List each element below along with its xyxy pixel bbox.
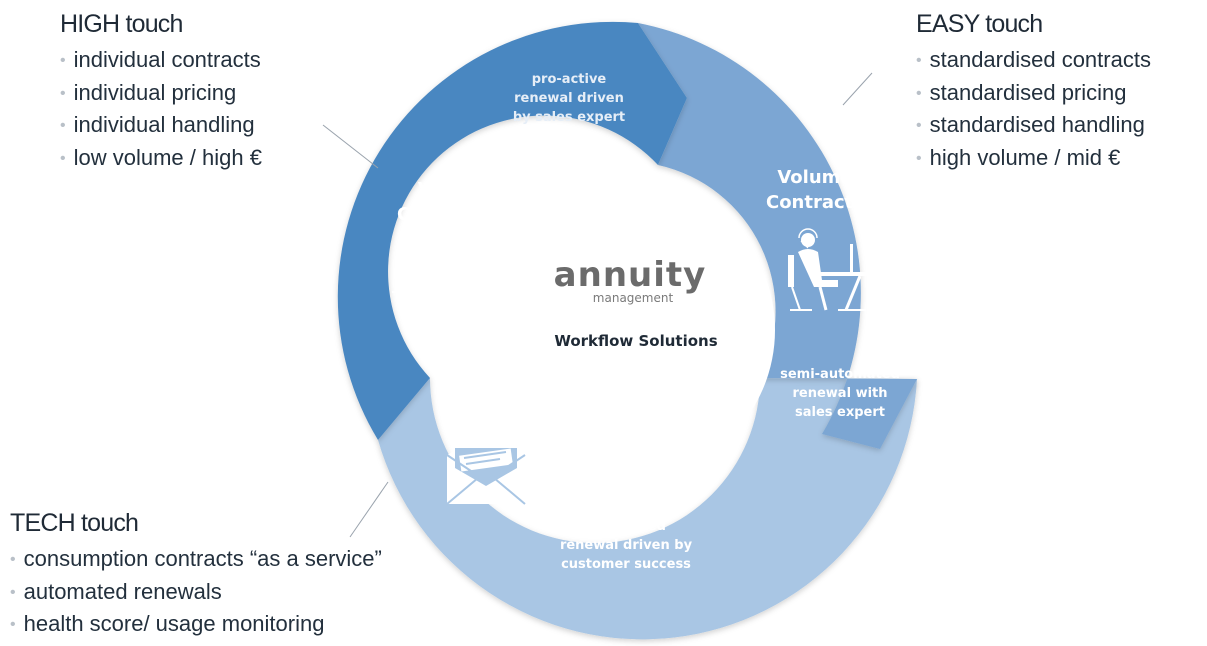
volume-title-line-1: Volume bbox=[777, 167, 852, 188]
center-label: Workflow Solutions bbox=[554, 332, 717, 350]
bullet-dot-icon: • bbox=[916, 117, 922, 134]
bullet-dot-icon: • bbox=[60, 149, 66, 167]
bullet-dot-icon: • bbox=[60, 117, 66, 134]
list-item: •individual pricing bbox=[60, 79, 237, 105]
connector-high-touch bbox=[322, 124, 379, 169]
easy-touch-title: EASY touch bbox=[916, 10, 1043, 38]
subscription-desc-line-2: renewal driven by bbox=[560, 538, 693, 553]
center-circle bbox=[475, 180, 775, 480]
subscription-title-line-1: Subscription bbox=[562, 460, 690, 481]
tech-touch-list: •consumption contracts “as a service” •a… bbox=[10, 544, 382, 642]
value-desc-line-1: pro-active bbox=[532, 72, 607, 87]
logo-wordmark: annuity bbox=[554, 255, 707, 295]
logo-subtitle: management bbox=[593, 291, 674, 305]
bullet-dot-icon: • bbox=[60, 84, 66, 102]
value-title-line-2: Contracts bbox=[397, 204, 495, 225]
value-segment bbox=[337, 21, 687, 440]
list-item: •health score/ usage monitoring bbox=[10, 611, 325, 636]
high-touch-title: HIGH touch bbox=[60, 10, 183, 38]
connector-tech-touch bbox=[349, 481, 389, 538]
subscription-title-line-2: / Consumption bbox=[573, 491, 679, 506]
bullet-dot-icon: • bbox=[10, 583, 16, 601]
list-item: •standardised contracts bbox=[916, 47, 1151, 72]
tech-touch-block: TECH touch •consumption contracts “as a … bbox=[10, 511, 382, 642]
list-item: •individual contracts bbox=[60, 47, 261, 72]
bullet-dot-icon: • bbox=[10, 616, 16, 633]
subscription-desc-line-1: automated bbox=[586, 519, 666, 534]
high-touch-block: HIGH touch •individual contracts •indivi… bbox=[60, 12, 262, 175]
volume-segment bbox=[638, 23, 917, 449]
value-desc-line-3: by sales expert bbox=[513, 110, 625, 125]
two-people-meeting-icon bbox=[392, 237, 498, 293]
volume-title-line-2: Contracts bbox=[766, 192, 864, 213]
list-item: •low volume / high € bbox=[60, 144, 262, 170]
connector-easy-touch bbox=[842, 72, 873, 106]
envelope-icon bbox=[446, 433, 526, 505]
bullet-dot-icon: • bbox=[10, 551, 16, 568]
bullet-dot-icon: • bbox=[916, 52, 922, 69]
easy-touch-block: EASY touch •standardised contracts •stan… bbox=[916, 12, 1151, 175]
bullet-dot-icon: • bbox=[60, 52, 66, 69]
call-center-agent-icon bbox=[788, 228, 868, 311]
bullet-dot-icon: • bbox=[916, 84, 922, 102]
subscription-segment bbox=[378, 378, 917, 640]
volume-desc-line-3: sales expert bbox=[795, 405, 885, 420]
subscription-desc-line-3: customer success bbox=[561, 557, 691, 572]
bullet-dot-icon: • bbox=[916, 149, 922, 167]
easy-touch-list: •standardised contracts •standardised pr… bbox=[916, 45, 1151, 175]
list-item: •standardised pricing bbox=[916, 79, 1127, 105]
list-item: •individual handling bbox=[60, 112, 255, 137]
list-item: •high volume / mid € bbox=[916, 144, 1121, 170]
high-touch-list: •individual contracts •individual pricin… bbox=[60, 45, 262, 175]
volume-desc-line-1: semi-automated bbox=[780, 367, 900, 382]
value-title-line-1: Value bbox=[418, 179, 474, 200]
list-item: •automated renewals bbox=[10, 578, 222, 604]
list-item: •consumption contracts “as a service” bbox=[10, 546, 382, 571]
list-item: •standardised handling bbox=[916, 112, 1145, 137]
value-desc-line-2: renewal driven bbox=[514, 91, 624, 106]
volume-desc-line-2: renewal with bbox=[793, 386, 888, 401]
tech-touch-title: TECH touch bbox=[10, 509, 139, 537]
